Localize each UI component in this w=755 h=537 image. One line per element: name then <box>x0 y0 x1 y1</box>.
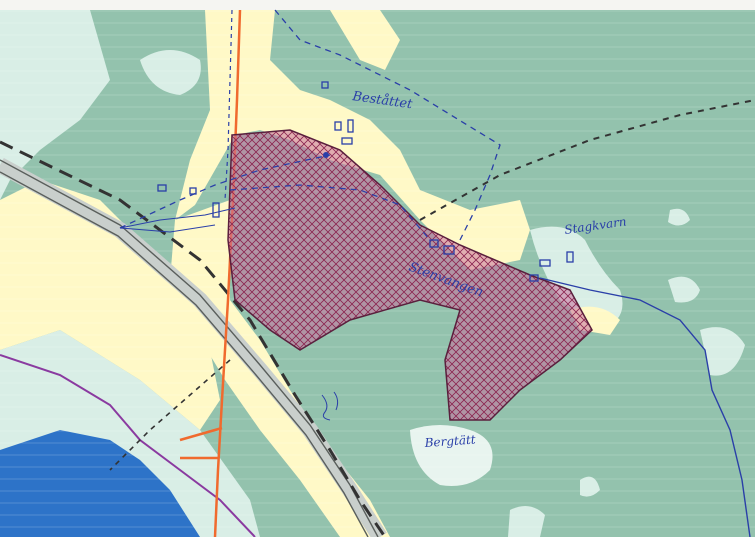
orange-road <box>213 9 242 537</box>
railway-double-line-b <box>0 171 369 537</box>
ink-stream <box>539 277 751 537</box>
railway-dashed-border <box>0 140 387 537</box>
dashed-boundary-southwest <box>109 359 231 471</box>
ink-line-west <box>119 207 236 229</box>
point-marker-icon <box>323 152 329 158</box>
hatched-zone <box>227 129 593 421</box>
ink-dashed-track-west <box>119 154 331 229</box>
house-marker-icon <box>157 81 574 282</box>
railway-grey-track <box>0 157 387 537</box>
label-bergtatt: Bergtätt <box>423 432 476 450</box>
ink-scribble <box>321 391 339 421</box>
dashed-boundary-northeast <box>419 99 755 221</box>
ink-line-vertical-north <box>224 9 233 201</box>
orange-road-spur <box>179 426 223 460</box>
railway-double-line <box>0 159 379 537</box>
ink-line-west-2 <box>119 224 216 233</box>
ink-dashed-track-north <box>274 9 501 241</box>
ink-dashed-track-center <box>229 184 431 241</box>
